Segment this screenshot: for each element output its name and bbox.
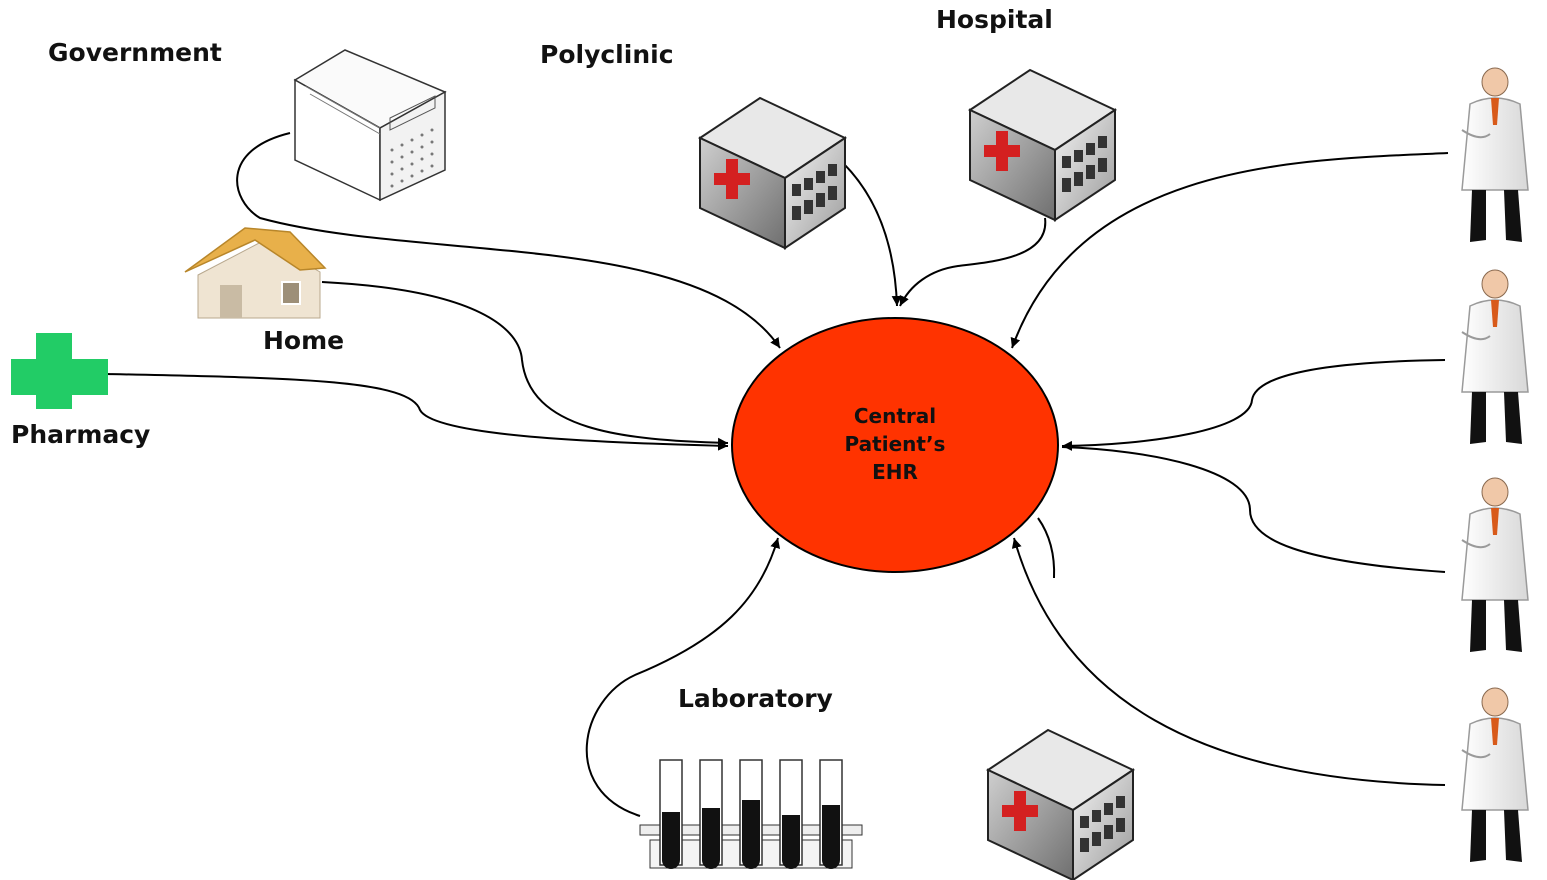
green-cross-icon (11, 333, 108, 409)
laboratory-label: Laboratory (678, 684, 833, 713)
hospital-label: Hospital (936, 5, 1053, 34)
connector-doctor-3 (1061, 446, 1446, 573)
connector-polyclinic (842, 162, 902, 307)
clinic-building-icon (987, 729, 1134, 880)
central-ehr-line-2: Patient’s (844, 432, 946, 456)
home-label: Home (263, 326, 345, 355)
test-tubes-icon (639, 759, 863, 869)
doctor-icon (1461, 269, 1529, 445)
central-ehr-line-1: Central (853, 404, 937, 428)
connector-laboratory (585, 537, 781, 817)
clinic-building-icon (699, 97, 846, 249)
connector-doctor-2 (1061, 359, 1446, 451)
hospital-building-icon (969, 69, 1116, 221)
connector-home (321, 281, 729, 448)
doctor-icon (1461, 67, 1529, 243)
connector-doctor-1 (1010, 152, 1449, 349)
government-label: Government (48, 38, 222, 67)
server-icon (293, 49, 447, 202)
polyclinic-label: Polyclinic (540, 40, 674, 69)
connector-doctor-4 (1011, 537, 1446, 786)
connector-extra-stub (1037, 517, 1056, 579)
central-ehr-node (731, 317, 1059, 573)
connector-government (236, 132, 781, 349)
pharmacy-label: Pharmacy (11, 420, 151, 449)
doctor-icon (1461, 477, 1529, 653)
doctor-icon (1461, 687, 1529, 863)
connector-pharmacy (106, 373, 729, 451)
central-ehr-line-3: EHR (872, 460, 918, 484)
central-ehr-label: Central Patient’s EHR (790, 402, 1000, 486)
connector-hospital (899, 217, 1047, 307)
house-icon (184, 227, 327, 319)
